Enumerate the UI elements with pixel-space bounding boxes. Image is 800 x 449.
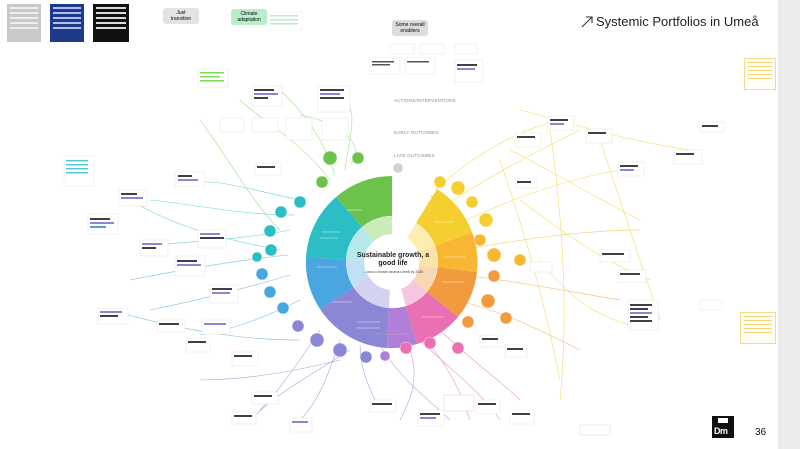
dm-logo: Dm xyxy=(712,416,734,438)
yellow-note-card xyxy=(740,312,776,344)
layer-label-early: EARLY OUTCOMES xyxy=(394,130,439,135)
arrow-up-right-icon xyxy=(581,16,593,28)
yellow-note-card xyxy=(744,58,776,90)
slide-title: Systemic Portfolios in Umeå xyxy=(596,14,759,29)
center-subtitle: ... and a climate-neutral Umeå by 2030 xyxy=(362,270,424,274)
systems-map-slide: Just transition Climate adaptation Some … xyxy=(7,4,776,438)
legend-box-black xyxy=(93,4,129,42)
logo-text: Dm xyxy=(714,426,728,436)
enablers-note: Some overall enablers xyxy=(392,20,428,36)
just-transition-note: Just transition xyxy=(163,8,199,24)
vertical-scrollbar[interactable] xyxy=(778,0,800,449)
layer-label-late: LATE OUTCOMES xyxy=(394,153,435,158)
center-title: Sustainable growth, a good life xyxy=(356,252,430,267)
climate-adaptation-note: Climate adaptation xyxy=(231,9,267,25)
center-label: Sustainable growth, a good life ... and … xyxy=(355,252,431,274)
layer-label-actions: ACTIONS/INTERVENTIONS xyxy=(394,98,456,103)
page-number: 36 xyxy=(755,427,767,438)
legend-box-navy xyxy=(50,4,84,42)
systems-map-diagram xyxy=(63,11,725,436)
legend-box-grey xyxy=(7,4,41,42)
